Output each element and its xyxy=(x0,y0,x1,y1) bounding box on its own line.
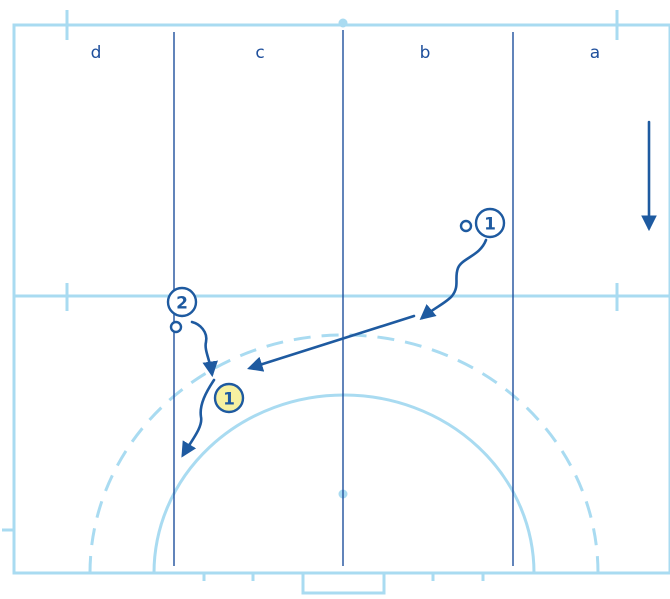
zone-label-c: c xyxy=(255,43,264,63)
zone-label-d: d xyxy=(91,43,102,63)
ball-icon-2 xyxy=(169,320,183,334)
zone-label-b: b xyxy=(420,43,431,63)
court-lines xyxy=(2,10,670,595)
player-1-highlight: 1 xyxy=(213,382,245,414)
zone-lanes xyxy=(173,30,514,566)
svg-text:1: 1 xyxy=(484,215,496,235)
pass-arrow xyxy=(247,314,416,372)
run-path-player-1 xyxy=(419,238,488,320)
run-path-player-2 xyxy=(190,320,218,378)
free-throw-arc xyxy=(88,333,600,574)
goal xyxy=(301,573,386,595)
player-2: 2 xyxy=(166,286,198,318)
svg-text:1: 1 xyxy=(223,390,235,410)
ball-icon xyxy=(459,219,473,233)
shot-path xyxy=(181,378,216,458)
center-mark xyxy=(338,18,348,28)
svg-text:2: 2 xyxy=(176,294,188,314)
goal-area-arc xyxy=(152,393,536,574)
player-1-top: 1 xyxy=(474,207,506,239)
zone-label-a: a xyxy=(590,43,600,63)
